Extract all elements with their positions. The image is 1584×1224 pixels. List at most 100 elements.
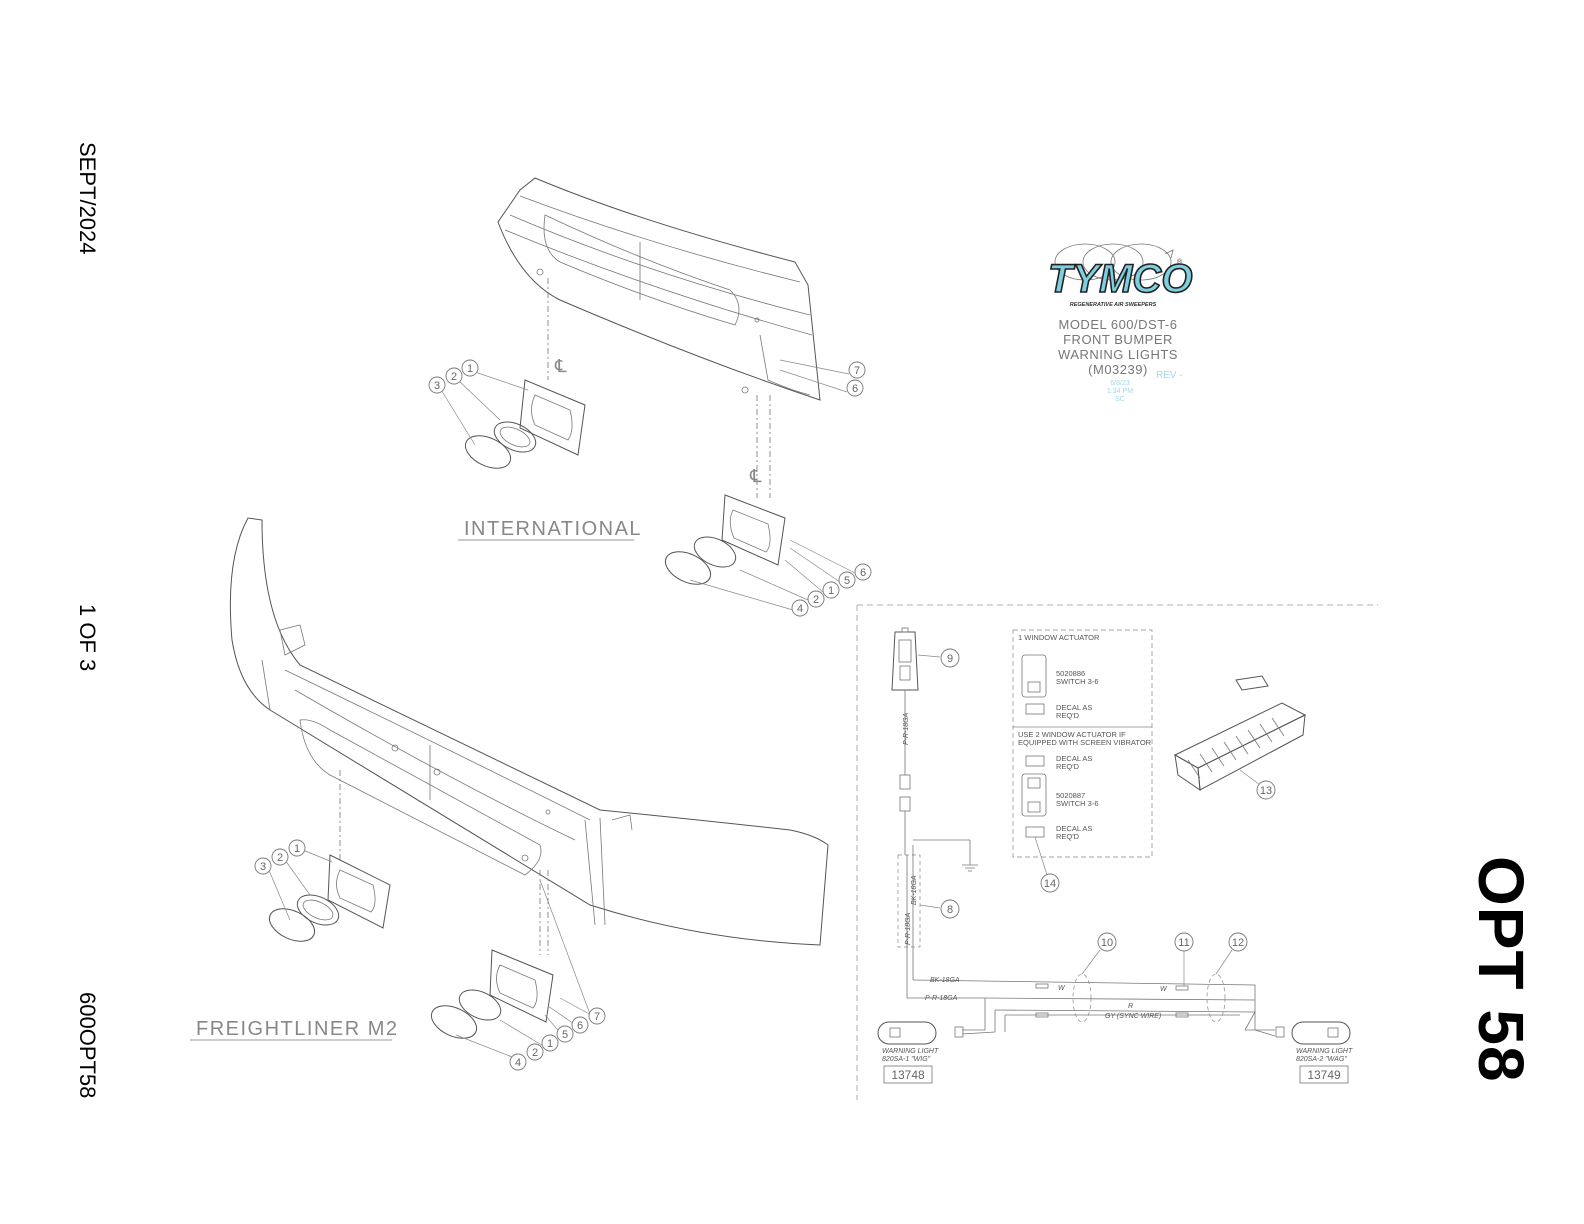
warning-light-right: WARNING LIGHT 820SA-2 "WAG" 13749 xyxy=(1291,1021,1353,1084)
rocker-switch xyxy=(891,627,919,691)
switch-options-table: 1 WINDOW ACTUATOR 5020886 SWITCH 3-6 DEC… xyxy=(1012,629,1153,876)
wire-label: W xyxy=(1058,985,1066,992)
balloon-8 xyxy=(940,899,960,919)
decal2-note-b: REQ'D xyxy=(1056,762,1080,771)
balloon-3 xyxy=(428,376,446,394)
freightliner-bracket-left xyxy=(268,854,391,942)
international-bumper xyxy=(497,177,821,401)
warning-light-left: WARNING LIGHT 820SA-1 "WIG" 13748 xyxy=(877,1021,939,1084)
balloon-9 xyxy=(940,648,960,668)
svg-text:7: 7 xyxy=(594,1011,600,1023)
svg-text:7: 7 xyxy=(854,365,860,377)
balloon-4 xyxy=(509,1053,527,1071)
wire-label: R xyxy=(1128,1003,1133,1010)
wire-label: P-R-18GA xyxy=(905,912,912,945)
freightliner-bracket-right xyxy=(430,949,554,1039)
wire-label: BK-18GA xyxy=(911,875,918,905)
balloon-1 xyxy=(541,1034,559,1052)
detail-frame xyxy=(856,604,1378,1100)
balloon-2 xyxy=(807,590,825,608)
balloon-6 xyxy=(854,563,872,581)
international-bracket-left xyxy=(464,379,586,469)
light-left-part-number: 13748 xyxy=(891,1068,925,1082)
wire-label: GY (SYNC WIRE) xyxy=(1105,1013,1161,1020)
balloon-2 xyxy=(445,367,463,385)
light-left-label: WARNING LIGHT xyxy=(882,1048,939,1055)
svg-text:4: 4 xyxy=(797,603,803,615)
brand-tagline: REGENERATIVE AIR SWEEPERS xyxy=(1070,302,1157,308)
svg-text:3: 3 xyxy=(434,380,440,392)
decal1-note: DECAL AS xyxy=(1056,703,1092,712)
balloon-10 xyxy=(1097,932,1117,952)
tymco-logo: TYMCO ® REGENERATIVE AIR SWEEPERS xyxy=(1047,243,1193,308)
svg-text:10: 10 xyxy=(1101,937,1113,949)
section-title-1: 1 WINDOW ACTUATOR xyxy=(1018,633,1100,642)
svg-text:2: 2 xyxy=(813,594,819,606)
balloons-freightliner: 1 2 3 7 6 5 1 2 4 xyxy=(254,839,606,1071)
svg-text:12: 12 xyxy=(1232,937,1244,949)
svg-text:1: 1 xyxy=(294,843,300,855)
balloon-11 xyxy=(1174,932,1194,952)
light-right-part-number: 13749 xyxy=(1307,1068,1341,1082)
switch1-description: SWITCH 3-6 xyxy=(1056,677,1099,686)
section-title-2a: USE 2 WINDOW ACTUATOR IF xyxy=(1018,730,1126,739)
svg-text:4: 4 xyxy=(515,1057,521,1069)
revision-label: REV - xyxy=(1156,370,1183,381)
balloon-2 xyxy=(271,848,289,866)
svg-text:2: 2 xyxy=(277,852,283,864)
svg-text:6: 6 xyxy=(577,1020,583,1032)
svg-text:®: ® xyxy=(1177,258,1183,266)
svg-text:6: 6 xyxy=(852,383,858,395)
svg-text:5: 5 xyxy=(844,575,850,587)
balloon-13 xyxy=(1256,780,1276,800)
centerline-symbol: ℄ xyxy=(554,356,567,376)
section-title-2b: EQUIPPED WITH SCREEN VIBRATOR xyxy=(1018,738,1152,747)
decal1-note-b: REQ'D xyxy=(1056,711,1080,720)
international-bracket-right xyxy=(664,494,786,585)
title-line-lights: WARNING LIGHTS xyxy=(1058,347,1178,362)
switch2-description: SWITCH 3-6 xyxy=(1056,799,1099,808)
freightliner-bumper xyxy=(229,517,829,946)
light-right-label: WARNING LIGHT xyxy=(1296,1048,1353,1055)
wire-label: P-R-18GA xyxy=(903,712,910,745)
balloon-4 xyxy=(791,599,809,617)
title-block: MODEL 600/DST-6 FRONT BUMPER WARNING LIG… xyxy=(1058,317,1178,377)
light-left-model: 820SA-1 "WIG" xyxy=(882,1056,931,1063)
freightliner-label: FREIGHTLINER M2 xyxy=(196,1018,399,1040)
svg-text:2: 2 xyxy=(451,371,457,383)
balloon-leaders xyxy=(267,359,858,1061)
decal2-note: DECAL AS xyxy=(1056,754,1092,763)
stamp-date: 6/8/23 xyxy=(1110,380,1130,387)
balloon-1 xyxy=(461,359,479,377)
svg-text:6: 6 xyxy=(860,567,866,579)
wire-label: BK-18GA xyxy=(930,977,960,984)
balloon-1 xyxy=(822,581,840,599)
svg-text:3: 3 xyxy=(260,861,266,873)
svg-text:9: 9 xyxy=(947,653,953,665)
balloon-2 xyxy=(526,1043,544,1061)
svg-text:5: 5 xyxy=(562,1029,568,1041)
balloons-international: 1 2 3 7 6 6 5 1 2 4 xyxy=(428,359,872,617)
balloon-6 xyxy=(571,1016,589,1034)
wire-label: W xyxy=(1160,986,1168,993)
switch1-part-number: 5020886 xyxy=(1056,669,1085,678)
switch-panel-assembly xyxy=(1173,675,1307,792)
title-line-bumper: FRONT BUMPER xyxy=(1063,332,1173,347)
decal3-note-b: REQ'D xyxy=(1056,832,1080,841)
balloon-5 xyxy=(556,1025,574,1043)
svg-text:1: 1 xyxy=(828,585,834,597)
stamp-time: 1:34 PM xyxy=(1107,388,1133,395)
svg-text:14: 14 xyxy=(1044,878,1056,890)
switch2-part-number: 5020887 xyxy=(1056,791,1085,800)
balloon-12 xyxy=(1228,932,1248,952)
svg-text:13: 13 xyxy=(1260,785,1272,797)
title-line-number: (M03239) xyxy=(1088,362,1148,377)
svg-text:2: 2 xyxy=(532,1047,538,1059)
svg-text:8: 8 xyxy=(947,904,953,916)
balloon-14 xyxy=(1040,873,1060,893)
stamp-initials: SC xyxy=(1115,396,1125,403)
centerline-symbol: ℄ xyxy=(749,466,762,486)
wire-harness: P-R-18GA P-R-18GA BK-18GA 8 BK-18GA P-R-… xyxy=(897,690,1285,1038)
svg-text:1: 1 xyxy=(547,1038,553,1050)
